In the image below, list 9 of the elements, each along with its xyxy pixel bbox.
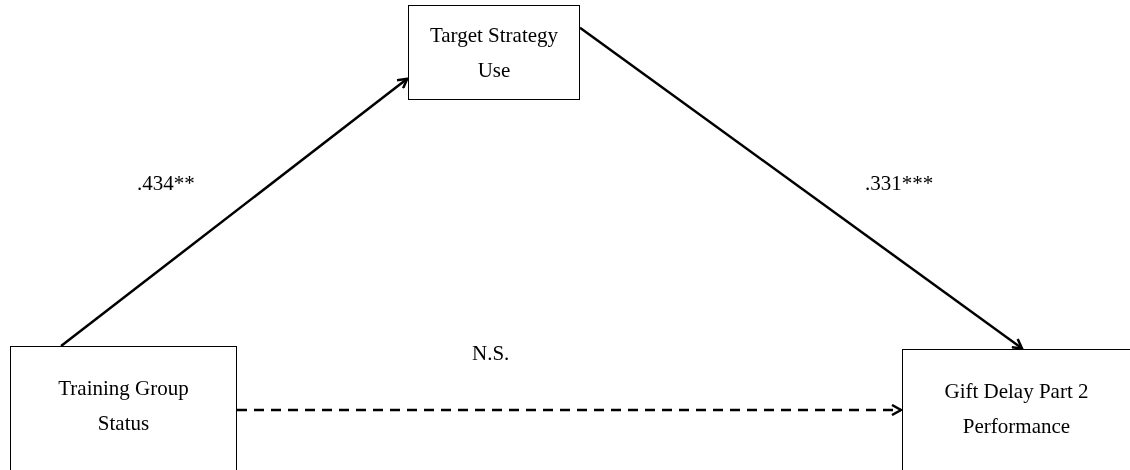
- box-text: Target Strategy Use: [428, 21, 560, 84]
- box-text: Training Group Status: [57, 375, 190, 437]
- variable-box: [408, 5, 580, 100]
- arrow: [579, 26, 1024, 350]
- arrow: [60, 77, 409, 347]
- variable-box: [902, 349, 1130, 470]
- dashed-arrow: [237, 403, 903, 417]
- variable-box: [10, 346, 237, 470]
- box-text: Gift Delay Part 2 Performance: [943, 378, 1090, 440]
